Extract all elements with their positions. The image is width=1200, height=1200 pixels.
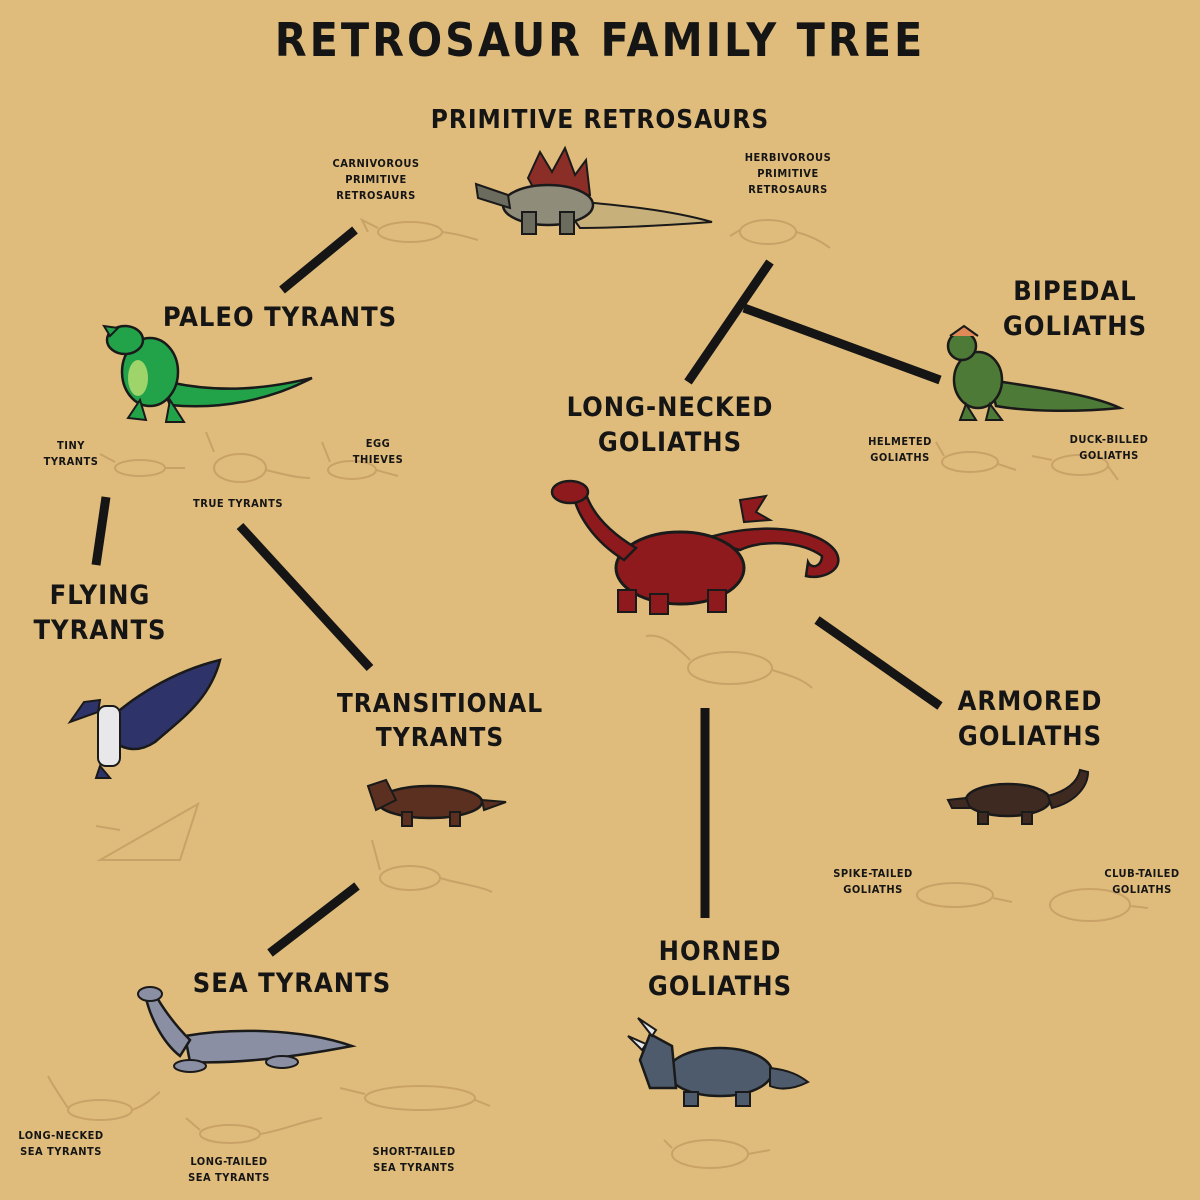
spike-tailed-goliaths-sketch xyxy=(916,882,1013,908)
label-flying-tyrants: FLYING TYRANTS xyxy=(33,580,167,647)
long-necked-sea-tyrant-sketch xyxy=(47,1075,161,1121)
edge-longnecked-armored xyxy=(814,616,943,710)
paleo-tyrant-illustration xyxy=(102,324,313,423)
label-carnivorous-primitive-retrosaurs: CARNIVOROUS PRIMITIVE RETROSAURS xyxy=(332,157,420,202)
true-tyrants-sketch xyxy=(205,431,311,483)
label-armored-goliaths: ARMORED GOLIATHS xyxy=(957,686,1103,753)
sketch-figures xyxy=(47,217,1149,1169)
egg-thieves-sketch xyxy=(321,441,399,480)
pterosaur-sketch xyxy=(95,801,200,861)
connector-lines xyxy=(91,226,943,957)
label-spike-tailed-goliaths: SPIKE-TAILED GOLIATHS xyxy=(833,867,913,896)
short-tailed-sea-tyrant-sketch xyxy=(339,1085,491,1111)
helmeted-goliaths-sketch xyxy=(935,441,1017,473)
club-tailed-goliaths-sketch xyxy=(1049,888,1149,922)
diagram-title: RETROSAUR FAMILY TREE xyxy=(274,13,926,67)
label-long-necked-sea-tyrants: LONG-NECKED SEA TYRANTS xyxy=(18,1129,104,1158)
edge-tinytyrants-flying xyxy=(91,496,111,566)
label-horned-goliaths: HORNED GOLIATHS xyxy=(647,936,793,1003)
label-long-necked-goliaths: LONG-NECKED GOLIATHS xyxy=(566,392,774,459)
edge-transitional-sea xyxy=(267,882,360,957)
transitional-tyrant-sketch xyxy=(371,839,493,893)
label-herbivorous-primitive-retrosaurs: HERBIVOROUS PRIMITIVE RETROSAURS xyxy=(744,151,832,196)
label-helmeted-goliaths: HELMETED GOLIATHS xyxy=(868,435,932,464)
herbivorous-primitive-sketch xyxy=(729,219,831,249)
label-club-tailed-goliaths: CLUB-TAILED GOLIATHS xyxy=(1104,867,1180,896)
label-short-tailed-sea-tyrants: SHORT-TAILED SEA TYRANTS xyxy=(372,1145,456,1174)
tiny-tyrants-sketch xyxy=(99,453,185,477)
horned-goliath-illustration xyxy=(627,1017,810,1107)
label-bipedal-goliaths: BIPEDAL GOLIATHS xyxy=(1002,276,1148,343)
label-transitional-tyrants: TRANSITIONAL TYRANTS xyxy=(336,689,544,753)
label-duck-billed-goliaths: DUCK-BILLED GOLIATHS xyxy=(1069,433,1149,462)
bipedal-goliath-illustration xyxy=(946,324,1125,421)
armored-goliath-illustration xyxy=(946,768,1090,825)
edge-carnivorous-paleo xyxy=(279,226,358,294)
label-tiny-tyrants: TINY TYRANTS xyxy=(43,439,99,468)
sea-tyrant-illustration xyxy=(137,986,357,1073)
label-long-tailed-sea-tyrants: LONG-TAILED SEA TYRANTS xyxy=(188,1155,270,1184)
label-primitive-retrosaurs: PRIMITIVE RETROSAURS xyxy=(430,105,770,135)
label-paleo-tyrants: PALEO TYRANTS xyxy=(162,302,398,333)
primitive-retrosaur-illustration xyxy=(474,145,713,235)
duck-billed-goliaths-sketch xyxy=(1031,454,1119,481)
carnivorous-primitive-sketch xyxy=(359,217,479,243)
horned-goliath-sketch xyxy=(663,1139,771,1169)
edge-herbivorous-longnecked xyxy=(684,259,774,385)
long-necked-goliath-illustration xyxy=(550,479,840,615)
long-tailed-sea-tyrant-sketch xyxy=(185,1117,323,1144)
transitional-tyrant-illustration xyxy=(366,778,507,827)
flying-tyrant-illustration xyxy=(67,658,222,779)
label-sea-tyrants: SEA TYRANTS xyxy=(192,968,392,999)
long-necked-goliath-sketch xyxy=(645,634,813,689)
edge-junction-bipedal xyxy=(742,303,942,385)
label-true-tyrants: TRUE TYRANTS xyxy=(193,497,283,510)
edge-truetyrants-transitional xyxy=(236,522,374,672)
label-egg-thieves: EGG THIEVES xyxy=(352,437,404,466)
